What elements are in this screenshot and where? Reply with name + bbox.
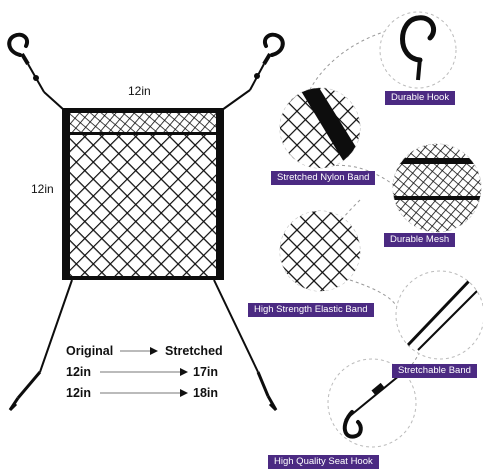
top-left-hook-icon (7, 32, 30, 66)
stretchable-band-closeup-icon (395, 270, 483, 360)
nylon-band-closeup-icon (279, 87, 361, 169)
elastic-band-closeup-icon (279, 210, 361, 292)
width-dimension-label: 12in (128, 84, 151, 98)
top-straps (27, 63, 265, 111)
feature-label-nylon-band: Stretched Nylon Band (271, 171, 376, 185)
stretch-row-2-from: 12in (66, 386, 92, 400)
durable-hook-icon (379, 11, 457, 89)
height-dimension-label: 12in (31, 182, 54, 196)
bottom-straps (8, 279, 278, 412)
feature-label-stretchable-band: Stretchable Band (392, 364, 477, 378)
stretch-row-1-to: 17in (193, 365, 219, 379)
feature-label-seat-hook: High Quality Seat Hook (268, 455, 379, 469)
stretch-row-1-from: 12in (66, 365, 92, 379)
stretch-header-right: Stretched (165, 344, 223, 358)
feature-label-durable-hook: Durable Hook (385, 91, 456, 105)
stretch-header-left: Original (66, 344, 114, 358)
feature-label-elastic-band: High Strength Elastic Band (248, 303, 374, 317)
seat-hook-closeup-icon (327, 358, 417, 448)
stretch-arrows (100, 347, 188, 397)
top-right-hook-icon (262, 32, 285, 66)
stretch-row-2-to: 18in (193, 386, 219, 400)
cargo-net (62, 108, 224, 280)
feature-label-durable-mesh: Durable Mesh (384, 233, 456, 247)
mesh-closeup-icon (392, 143, 482, 233)
